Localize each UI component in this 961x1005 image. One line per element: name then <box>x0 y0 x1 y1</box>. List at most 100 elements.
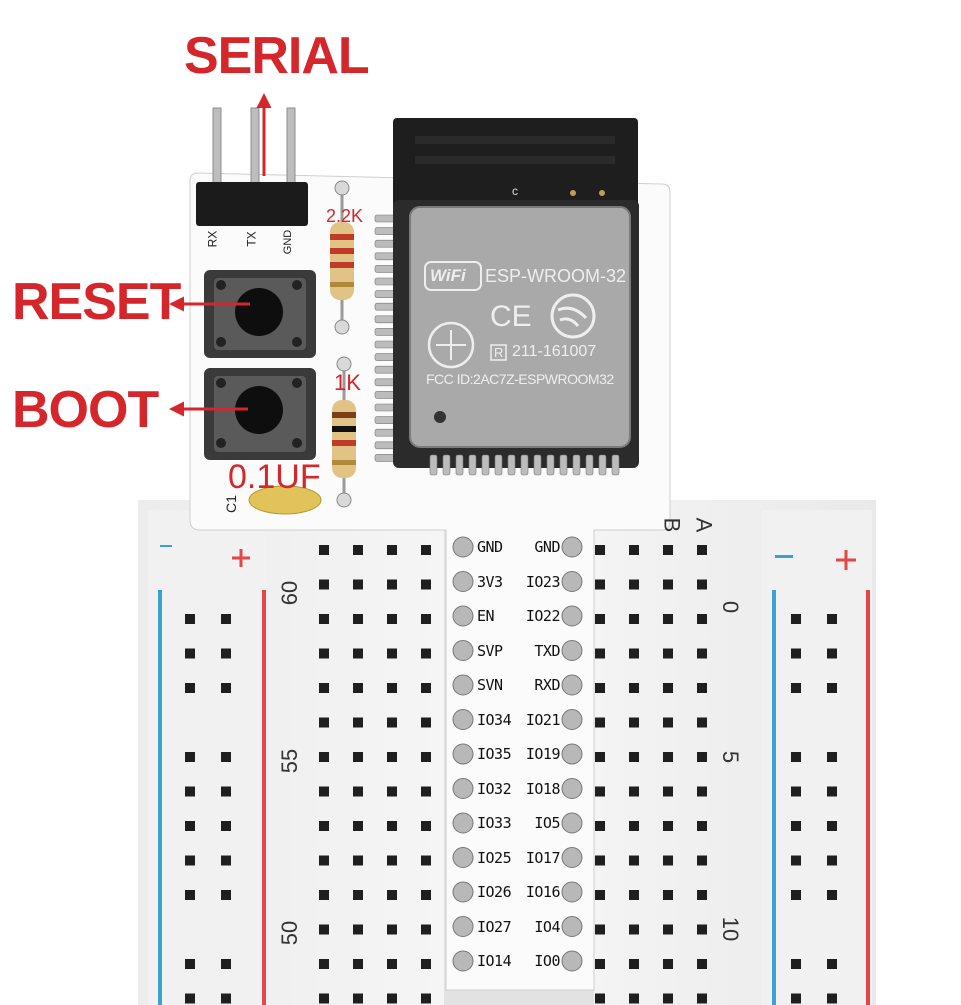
rail-hole <box>221 648 231 659</box>
pin-pad-right <box>561 605 583 627</box>
module-pad <box>585 454 594 476</box>
breadboard-hole <box>629 855 639 866</box>
rail-hole <box>791 648 801 659</box>
breadboard-hole <box>387 579 397 590</box>
rail-hole <box>185 993 195 1004</box>
row-number-0: 0 <box>718 600 744 614</box>
pin-pad-left <box>452 812 474 834</box>
pin-pad-right <box>561 881 583 903</box>
pin-pad-left <box>452 916 474 937</box>
row-number-50: 50 <box>277 920 303 946</box>
breadboard-hole <box>421 855 431 866</box>
row-number-55: 55 <box>277 748 303 774</box>
breadboard-hole <box>353 614 363 624</box>
breadboard-hole <box>595 717 605 728</box>
breadboard-hole <box>629 890 639 900</box>
breadboard-hole <box>319 752 329 762</box>
breadboard-hole <box>595 648 605 659</box>
breakout-pins <box>452 536 583 972</box>
pin-pad-left <box>452 847 474 868</box>
pin-pad-left <box>452 950 474 972</box>
breadboard-hole <box>319 614 329 624</box>
breadboard-hole <box>319 924 329 935</box>
rail-hole <box>827 683 837 693</box>
pin-label-io16: IO16 <box>525 883 561 901</box>
rail-hole <box>221 959 231 969</box>
breadboard-hole <box>353 855 363 866</box>
breadboard-hole <box>629 683 639 693</box>
rail-hole <box>791 752 801 762</box>
breadboard-hole <box>387 717 397 728</box>
breadboard-hole <box>387 821 397 831</box>
breadboard-hole <box>387 855 397 866</box>
breadboard-hole <box>319 717 329 728</box>
breadboard-hole <box>595 890 605 900</box>
pin-pad-left <box>452 674 474 696</box>
breadboard-hole <box>387 545 397 555</box>
breadboard-hole <box>319 579 329 590</box>
breadboard-hole <box>595 786 605 797</box>
breadboard-hole <box>629 648 639 659</box>
pin-label-io4: IO4 <box>534 917 560 936</box>
module-pad <box>442 454 451 476</box>
rail-hole <box>221 890 231 900</box>
pin-pad-left <box>452 571 474 592</box>
registered-mark: R <box>494 345 504 360</box>
rail-hole <box>185 752 195 762</box>
breadboard-hole <box>663 648 673 659</box>
pin-label-io33: IO33 <box>477 814 512 832</box>
breadboard-hole <box>629 786 639 797</box>
breadboard-hole <box>387 786 397 797</box>
pin-label-io27: IO27 <box>477 917 512 936</box>
breadboard-hole <box>663 545 673 555</box>
boot-label: BOOT <box>12 381 159 439</box>
breadboard-hole <box>595 821 605 831</box>
pin-pad-right <box>561 950 583 972</box>
breadboard-hole <box>629 614 639 624</box>
breadboard-hole <box>697 890 707 900</box>
rail-hole <box>221 683 231 693</box>
breadboard-hole <box>421 959 431 969</box>
breadboard-hole <box>697 717 707 728</box>
pin-pad-left <box>452 881 474 903</box>
module-pad <box>611 454 620 476</box>
module-pad <box>533 454 542 476</box>
breadboard-hole <box>353 786 363 797</box>
column-letter-b: B <box>659 517 685 533</box>
breadboard-hole <box>595 959 605 969</box>
rail-hole <box>827 855 837 866</box>
pin-pad-right <box>561 916 583 937</box>
breadboard-hole <box>595 993 605 1004</box>
breadboard-hole <box>697 993 707 1004</box>
wifi-logo: WiFi <box>430 266 466 285</box>
breadboard-hole <box>319 993 329 1004</box>
resistor-1k-label: 1K <box>334 370 361 395</box>
rail-hole <box>185 683 195 693</box>
rail-hole <box>791 683 801 693</box>
rail-hole <box>791 821 801 831</box>
pin-pad-right <box>561 571 583 592</box>
breadboard-hole <box>629 579 639 590</box>
capacitor-label: 0.1UF <box>228 458 321 496</box>
rail-hole <box>791 959 801 969</box>
pin-label-rxd: RXD <box>534 676 560 694</box>
resistor-1k <box>332 356 356 508</box>
pin-label-gnd: GND <box>477 538 503 556</box>
breadboard-hole <box>663 579 673 590</box>
breadboard-hole <box>629 993 639 1004</box>
breadboard-hole <box>663 786 673 797</box>
breadboard-hole <box>663 993 673 1004</box>
rail-hole <box>221 614 231 624</box>
pin-label-io17: IO17 <box>525 848 561 867</box>
breadboard-hole <box>697 579 707 590</box>
breadboard-hole <box>595 683 605 693</box>
pin-label-io14: IO14 <box>477 952 512 970</box>
pin-pad-left <box>452 640 474 661</box>
breadboard-hole <box>387 752 397 762</box>
pin-label-gnd: GND <box>534 538 560 556</box>
rail-hole <box>827 959 837 969</box>
rail-red-left <box>262 590 266 1005</box>
module-pad <box>455 454 464 476</box>
breadboard-hole <box>387 648 397 659</box>
rail-hole <box>221 821 231 831</box>
